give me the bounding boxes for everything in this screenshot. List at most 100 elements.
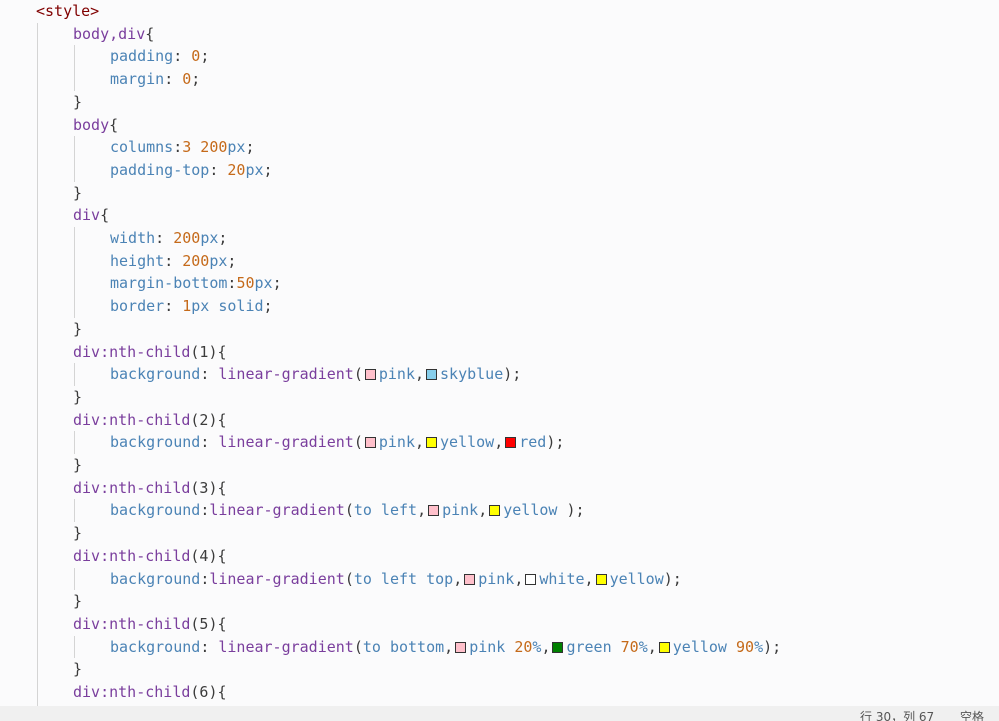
code-token: { (145, 24, 155, 43)
color-swatch[interactable] (364, 369, 376, 381)
code-line[interactable]: border: 1px solid; (110, 295, 273, 318)
code-token: pink (378, 433, 415, 452)
code-token: , (494, 433, 504, 452)
indent-guide (74, 499, 75, 523)
code-token: , (415, 433, 425, 452)
code-line[interactable]: } (73, 454, 82, 477)
code-token: ; (218, 229, 228, 247)
code-token: yellow (440, 433, 495, 452)
color-swatch[interactable] (489, 505, 501, 517)
code-line[interactable]: width: 200px; (110, 227, 227, 250)
code-token: ; (227, 251, 237, 270)
code-line[interactable]: margin-bottom:50px; (110, 272, 282, 295)
code-line[interactable]: div:nth-child(1){ (73, 341, 227, 364)
code-line[interactable]: height: 200px; (110, 250, 236, 273)
color-swatch[interactable] (364, 437, 376, 449)
code-token: div:nth-child (73, 683, 191, 701)
indent-guide (74, 227, 75, 318)
code-token: linear-gradient (218, 637, 354, 656)
code-line[interactable]: padding: 0; (110, 45, 209, 68)
color-swatch[interactable] (525, 573, 537, 585)
code-token: } (73, 592, 83, 611)
code-line[interactable]: background:linear-gradient(to left top,p… (110, 568, 682, 591)
color-swatch[interactable] (658, 641, 670, 653)
code-token: border (110, 297, 165, 316)
code-line[interactable]: div:nth-child(5){ (73, 613, 227, 636)
code-token: 50 (236, 274, 255, 293)
code-token: : (227, 274, 237, 293)
code-line[interactable]: div:nth-child(6){ (73, 681, 227, 704)
code-line[interactable]: } (73, 182, 82, 205)
code-token: to left top (353, 569, 454, 588)
code-token: } (73, 387, 83, 406)
code-line[interactable]: } (73, 318, 82, 341)
code-token: background (110, 637, 201, 656)
status-cursor-position[interactable]: 行 30，列 67 (860, 710, 935, 721)
code-token: : (200, 501, 210, 520)
code-line[interactable]: div:nth-child(3){ (73, 477, 227, 500)
code-token: div:nth-child (73, 546, 191, 565)
code-token: px (200, 229, 219, 247)
code-token: px (245, 160, 264, 179)
code-token: ; (191, 70, 201, 89)
code-line[interactable]: columns:3 200px; (110, 136, 255, 159)
code-token: to bottom (362, 637, 445, 656)
code-line[interactable]: background: linear-gradient(pink,yellow,… (110, 431, 564, 454)
code-line[interactable]: div:nth-child(2){ (73, 409, 227, 432)
code-token: 200 (173, 229, 201, 247)
code-token: <style> (36, 2, 100, 20)
code-line[interactable]: body{ (73, 114, 118, 137)
code-line[interactable]: } (73, 386, 82, 409)
code-token: px (209, 251, 228, 270)
code-token: 70 (620, 637, 639, 656)
code-line[interactable]: margin: 0; (110, 68, 200, 91)
code-token: yellow (672, 637, 736, 656)
code-line[interactable]: body,div{ (73, 23, 154, 46)
code-line[interactable]: padding-top: 20px; (110, 159, 273, 182)
color-swatch[interactable] (426, 369, 438, 381)
code-token: } (73, 92, 83, 111)
code-token: , (478, 501, 488, 520)
code-token: ); (566, 501, 585, 520)
code-token: px solid (191, 297, 264, 316)
code-token: : (164, 70, 183, 89)
color-swatch[interactable] (464, 573, 476, 585)
color-swatch[interactable] (428, 505, 440, 517)
code-line[interactable]: } (73, 522, 82, 545)
color-swatch[interactable] (552, 641, 564, 653)
code-token: , (647, 637, 657, 656)
code-token: (1){ (190, 342, 227, 361)
color-swatch[interactable] (595, 573, 607, 585)
code-token: ( (353, 433, 363, 452)
code-line[interactable]: div{ (73, 204, 109, 227)
code-token: 200 (182, 251, 210, 270)
code-line[interactable]: <style> (36, 0, 99, 23)
code-token: (2){ (190, 410, 227, 429)
code-line[interactable]: } (73, 590, 82, 613)
code-token: (3){ (190, 478, 227, 497)
code-token: padding-top (110, 160, 210, 179)
color-swatch[interactable] (426, 437, 438, 449)
code-token: div (73, 206, 101, 225)
code-token: , (415, 365, 425, 384)
code-line[interactable]: background:linear-gradient(to left,pink,… (110, 499, 585, 522)
code-line[interactable]: background: linear-gradient(pink,skyblue… (110, 363, 521, 386)
code-token: } (73, 660, 83, 679)
code-token: , (453, 569, 463, 588)
color-swatch[interactable] (455, 641, 467, 653)
code-editor[interactable]: <style> body,div{padding: 0;margin: 0;} bo… (0, 0, 999, 706)
code-token: green (566, 637, 621, 656)
code-token: : (200, 433, 219, 452)
code-line[interactable]: } (73, 658, 82, 681)
code-line[interactable]: background: linear-gradient(to bottom,pi… (110, 636, 781, 659)
code-token: div:nth-child (73, 342, 191, 361)
code-token: , (541, 637, 551, 656)
color-swatch[interactable] (505, 437, 517, 449)
code-token: linear-gradient (209, 501, 345, 520)
code-token: } (73, 319, 83, 338)
code-token: (5){ (190, 614, 227, 633)
code-token: (6){ (190, 683, 227, 701)
code-line[interactable]: } (73, 91, 82, 114)
code-line[interactable]: div:nth-child(4){ (73, 545, 227, 568)
status-indentation[interactable]: 空格 (960, 710, 985, 721)
